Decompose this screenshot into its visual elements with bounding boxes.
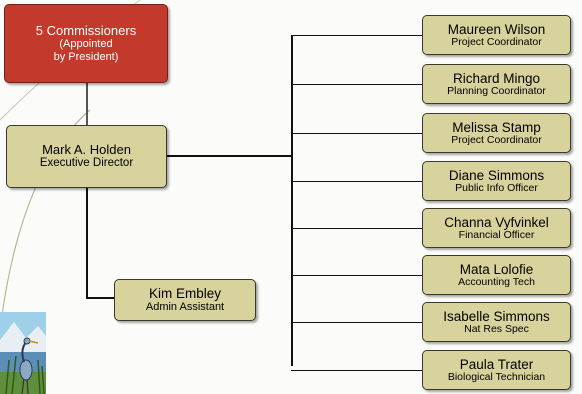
staff-name: Paula Trater bbox=[459, 356, 534, 372]
director-to-staff-connector bbox=[166, 155, 292, 157]
board-role-line-1: (Appointed bbox=[59, 38, 113, 51]
assistant-role: Admin Assistant bbox=[145, 301, 225, 314]
executive-director-box: Mark A. Holden Executive Director bbox=[6, 125, 167, 188]
staff-role: Accounting Tech bbox=[458, 275, 535, 288]
staff-branch-line bbox=[291, 227, 422, 229]
executive-role: Executive Director bbox=[39, 157, 134, 170]
board-to-director-connector bbox=[86, 82, 88, 126]
admin-assistant-box: Kim Embley Admin Assistant bbox=[114, 279, 256, 321]
staff-name: Isabelle Simmons bbox=[443, 308, 550, 324]
board-role-line-2: by President) bbox=[53, 50, 119, 63]
staff-branch-line bbox=[291, 321, 422, 323]
staff-role: Biological Technician bbox=[447, 370, 546, 383]
staff-role: Project Coordinator bbox=[451, 35, 542, 48]
assistant-branch-connector bbox=[86, 297, 114, 299]
staff-name: Diane Simmons bbox=[448, 167, 545, 183]
staff-role: Planning Coordinator bbox=[447, 84, 546, 97]
assistant-name: Kim Embley bbox=[148, 286, 221, 302]
staff-role: Nat Res Spec bbox=[464, 322, 529, 335]
staff-branch-line bbox=[291, 83, 422, 85]
heron-clipart bbox=[0, 312, 46, 394]
director-to-assistant-connector bbox=[86, 187, 88, 298]
board-name: 5 Commissioners bbox=[35, 22, 137, 38]
staff-name: Richard Mingo bbox=[452, 70, 541, 86]
staff-branch-line bbox=[291, 34, 422, 36]
staff-role: Project Coordinator bbox=[451, 133, 542, 146]
staff-branch-line bbox=[291, 274, 422, 276]
staff-trunk-connector bbox=[291, 36, 293, 366]
executive-name: Mark A. Holden bbox=[42, 141, 131, 157]
staff-branch-line bbox=[291, 180, 422, 182]
staff-role: Public Info Officer bbox=[455, 181, 538, 194]
staff-name: Melissa Stamp bbox=[452, 119, 541, 135]
staff-role: Financial Officer bbox=[458, 228, 535, 241]
staff-branch-line bbox=[291, 132, 422, 134]
staff-name: Mata Lolofie bbox=[459, 261, 534, 277]
staff-name: Maureen Wilson bbox=[447, 21, 546, 37]
staff-name: Channa Vyfvinkel bbox=[444, 214, 549, 230]
staff-branch-line bbox=[291, 369, 422, 371]
board-box: 5 Commissioners (Appointed by President) bbox=[4, 4, 168, 83]
